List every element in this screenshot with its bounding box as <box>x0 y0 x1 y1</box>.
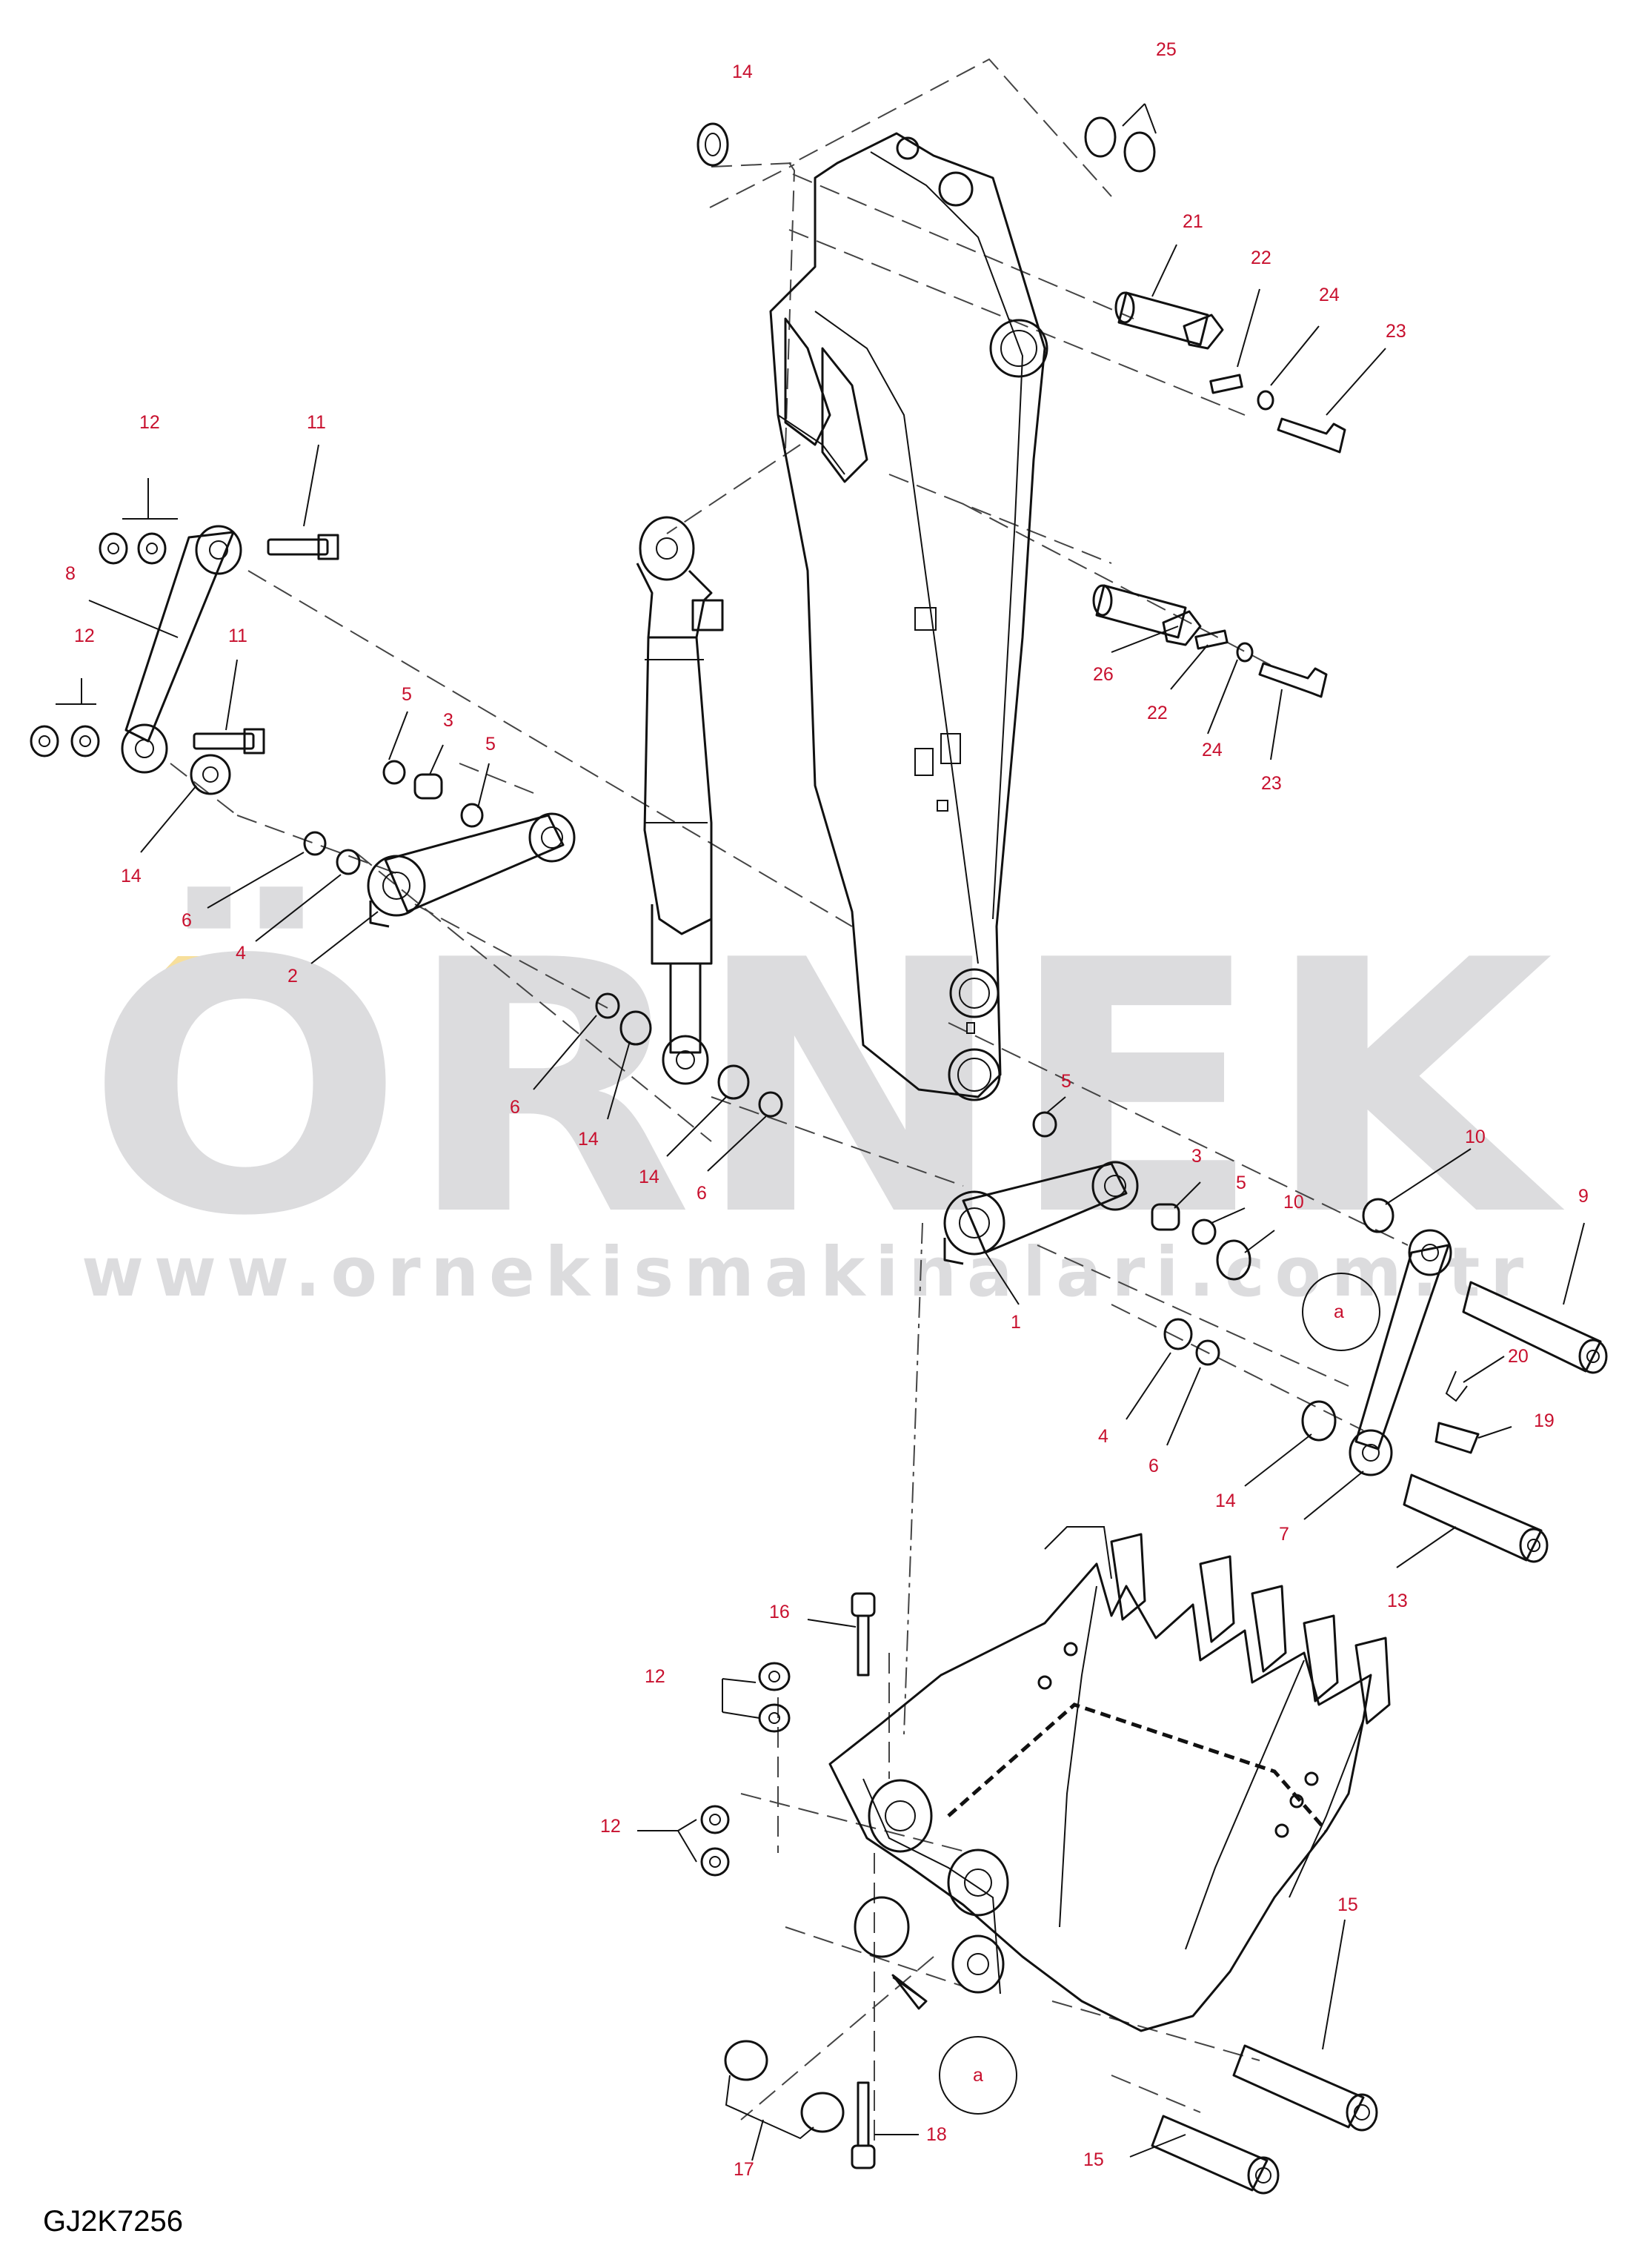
callout-label: 21 <box>1183 211 1203 232</box>
callout-label: 16 <box>769 1602 790 1622</box>
leader-lines <box>56 103 1585 2161</box>
watermark-accent-right <box>222 956 286 990</box>
callout-numbers: 14 25 21 22 24 23 12 11 8 12 11 14 5 3 5… <box>65 39 1589 2180</box>
callout-label: 10 <box>1283 1192 1304 1213</box>
link-2 <box>303 760 783 1118</box>
callout-label: 5 <box>1061 1071 1071 1092</box>
callout-label: 20 <box>1508 1346 1529 1367</box>
callout-label: 12 <box>645 1666 665 1687</box>
callout-label: 15 <box>1083 2149 1104 2170</box>
callout-label: 11 <box>307 412 326 433</box>
watermark-url: www.ornekismakinalari.com.tr <box>82 1233 1534 1312</box>
callout-label: 22 <box>1147 703 1168 723</box>
callout-label: 12 <box>74 626 95 646</box>
link-7-and-pins <box>1349 1229 1608 1563</box>
callout-label: 10 <box>1465 1127 1486 1147</box>
callout-label: 4 <box>236 943 246 964</box>
detail-callouts <box>939 1273 1380 2115</box>
callout-label: 25 <box>1156 39 1177 60</box>
callout-label: 14 <box>639 1167 659 1187</box>
drawing-code: GJ2K7256 <box>43 2205 183 2238</box>
callout-label: 7 <box>1279 1524 1289 1545</box>
callout-label: 1 <box>1011 1312 1021 1333</box>
bucket <box>828 1526 1391 2032</box>
callout-label: 6 <box>182 910 192 931</box>
bucket-pins-and-hardware <box>700 1592 1378 2195</box>
callout-label: a <box>973 2065 983 2086</box>
callout-label: 9 <box>1578 1186 1589 1207</box>
callout-label: 3 <box>1191 1146 1202 1167</box>
callout-label: 17 <box>734 2159 754 2180</box>
callout-label: 8 <box>65 563 76 584</box>
callout-label: 6 <box>697 1183 707 1204</box>
callout-label: 14 <box>1215 1491 1236 1511</box>
centerlines <box>170 58 1409 2149</box>
bucket-cylinder <box>636 516 724 1085</box>
callout-label: 23 <box>1261 773 1282 794</box>
callout-label: 24 <box>1202 740 1223 760</box>
callout-label: a <box>1334 1302 1344 1322</box>
callout-label: 18 <box>926 2124 947 2145</box>
watermark-brand: ÖRNEK <box>86 883 1567 1292</box>
callout-label: 6 <box>510 1097 520 1118</box>
watermark: ÖRNEK www.ornekismakinalari.com.tr <box>82 883 1567 1312</box>
callout-label: 24 <box>1319 285 1340 305</box>
callout-label: 5 <box>1236 1173 1246 1193</box>
callout-label: 12 <box>600 1816 621 1837</box>
callout-label: 5 <box>485 734 496 755</box>
callout-label: 13 <box>1387 1591 1408 1611</box>
callout-label: 4 <box>1098 1426 1108 1447</box>
callout-label: 14 <box>732 62 753 82</box>
callout-label: 5 <box>402 684 412 705</box>
callout-label: 23 <box>1386 321 1406 342</box>
callout-label: 6 <box>1148 1456 1159 1476</box>
watermark-accent-left <box>145 956 209 990</box>
callout-label: 11 <box>228 626 247 646</box>
callout-label: 14 <box>121 866 142 886</box>
callout-label: 14 <box>578 1129 599 1150</box>
callout-label: 19 <box>1534 1410 1555 1431</box>
link-8 <box>30 525 339 795</box>
arm-stick <box>769 132 1048 1101</box>
callout-label: 22 <box>1251 248 1271 268</box>
callout-label: 15 <box>1337 1894 1358 1915</box>
callout-label: 26 <box>1093 664 1114 685</box>
callout-label: 3 <box>443 710 453 731</box>
callout-label: 12 <box>139 412 160 433</box>
arm-pins <box>697 116 1346 698</box>
callout-label: 2 <box>287 966 298 987</box>
link-1 <box>943 1111 1394 1442</box>
